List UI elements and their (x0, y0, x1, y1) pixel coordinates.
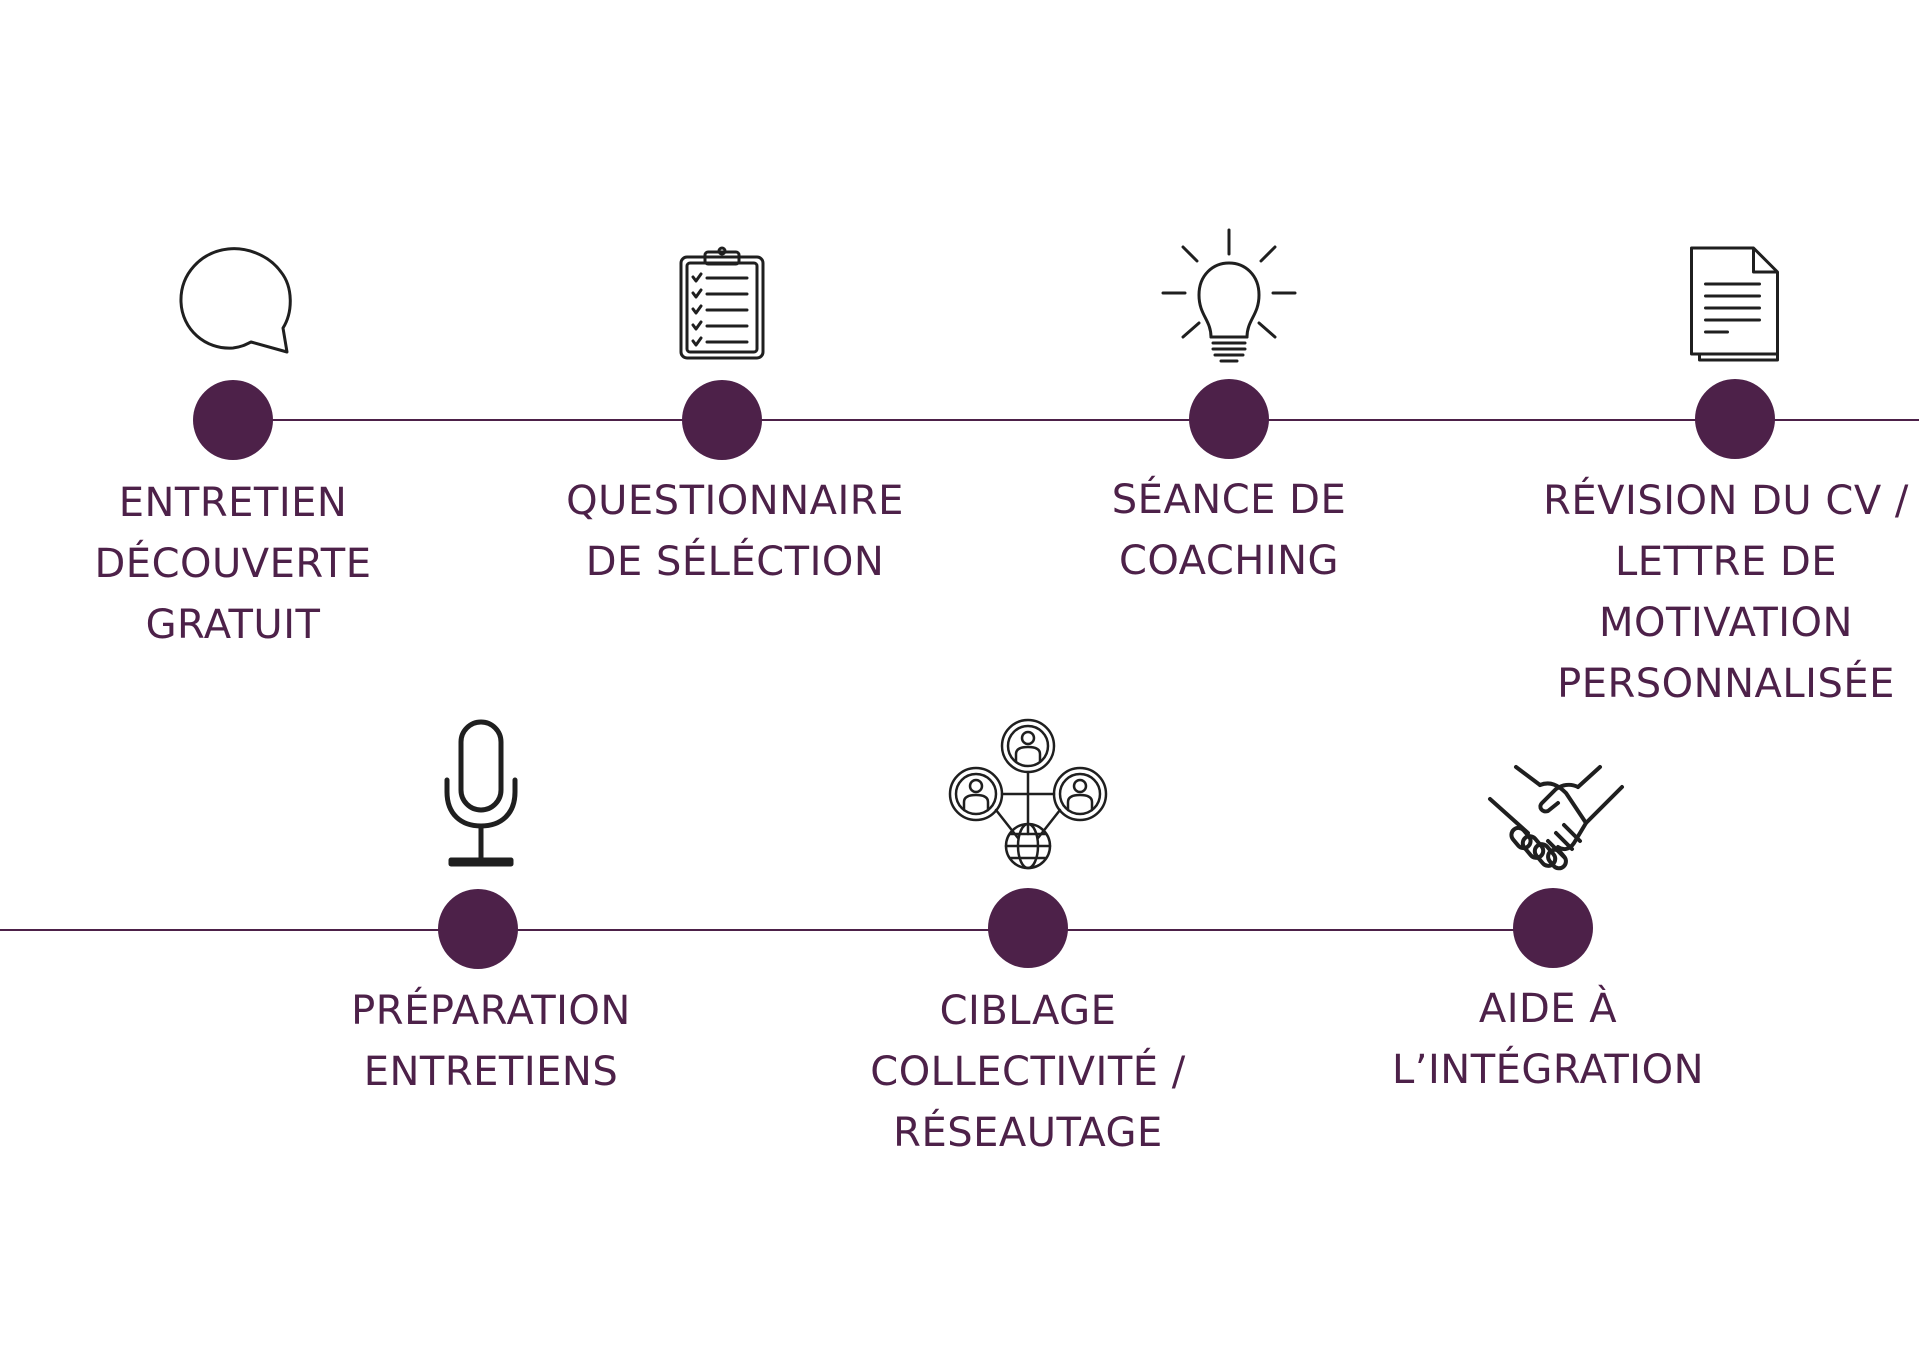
step-node (1695, 379, 1775, 459)
timeline-line-top (233, 419, 1919, 421)
document-icon (1688, 244, 1783, 364)
step-node (193, 380, 273, 460)
step-label: CIBLAGE COLLECTIVITÉ / RÉSEAUTAGE (870, 988, 1186, 1156)
microphone-icon (441, 718, 521, 870)
timeline-line-bottom (0, 929, 1545, 931)
step-node (1189, 379, 1269, 459)
step-label: QUESTIONNAIRE DE SÉLÉCTION (566, 478, 904, 585)
handshake-icon (1486, 763, 1626, 873)
step-node (438, 889, 518, 969)
step-node (988, 888, 1068, 968)
step-label: AIDE À L’INTÉGRATION (1392, 986, 1704, 1093)
step-label: RÉVISION DU CV / LETTRE DE MOTIVATION PE… (1543, 478, 1909, 707)
step-node (1513, 888, 1593, 968)
clipboard-checklist-icon (677, 246, 767, 362)
step-label: ENTRETIEN DÉCOUVERTE GRATUIT (94, 480, 372, 648)
step-label: SÉANCE DE COACHING (1111, 477, 1347, 584)
step-label: PRÉPARATION ENTRETIENS (351, 988, 631, 1095)
step-node (682, 380, 762, 460)
lightbulb-icon (1159, 225, 1299, 365)
speech-bubble-icon (173, 242, 293, 362)
network-people-icon (946, 718, 1110, 870)
